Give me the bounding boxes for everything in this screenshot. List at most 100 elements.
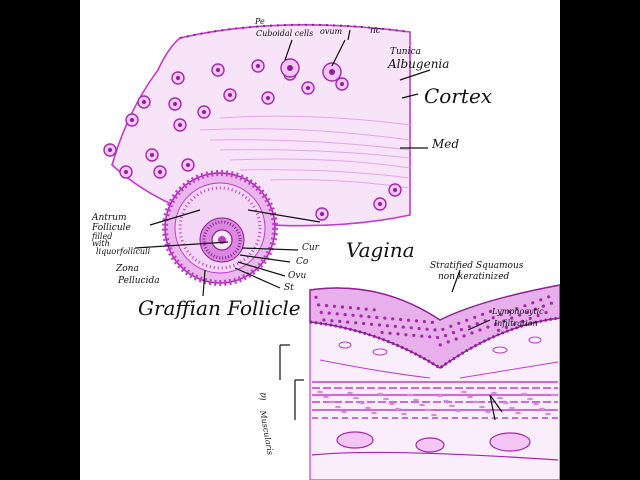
epithelial-nucleus	[470, 331, 474, 335]
label-pe: Pe	[255, 17, 265, 26]
epithelial-nucleus	[494, 322, 498, 326]
epithelial-nucleus	[533, 307, 538, 311]
oocyte-nucleus	[124, 170, 128, 174]
epithelial-nucleus	[354, 321, 358, 325]
smooth-muscle-nucleus	[515, 411, 521, 415]
epithelial-nucleus	[367, 315, 371, 319]
oocyte-nucleus	[378, 202, 382, 206]
epithelial-nucleus	[486, 325, 490, 329]
smooth-muscle-nucleus	[413, 398, 419, 402]
epithelial-nucleus	[340, 305, 344, 309]
epithelial-nucleus	[465, 318, 469, 322]
epithelial-nucleus	[462, 334, 466, 338]
epithelial-nucleus	[499, 313, 503, 317]
epithelial-nucleus	[351, 313, 355, 317]
oocyte-nucleus	[287, 65, 293, 71]
smooth-muscle-nucleus	[479, 405, 485, 409]
histology-drawing	[103, 23, 560, 480]
smooth-muscle-nucleus	[509, 406, 515, 410]
epithelial-nucleus	[451, 331, 456, 335]
oocyte-nucleus	[202, 110, 206, 114]
label-infiltration: Infiltration	[494, 319, 538, 328]
epithelial-nucleus	[404, 333, 408, 337]
epithelial-nucleus	[457, 321, 461, 325]
smooth-muscle-nucleus	[527, 397, 533, 401]
epithelial-nucleus	[520, 319, 524, 323]
epithelial-nucleus	[502, 319, 506, 323]
epithelial-nucleus	[430, 320, 434, 324]
epithelial-nucleus	[332, 304, 337, 308]
epithelial-nucleus	[467, 325, 471, 329]
epithelial-nucleus	[317, 303, 321, 307]
adventitia	[311, 431, 559, 461]
smooth-muscle-nucleus	[317, 390, 323, 394]
smooth-muscle-nucleus	[371, 411, 377, 415]
primordial-follicles	[103, 58, 402, 221]
smooth-muscle-nucleus	[389, 402, 395, 406]
epithelial-nucleus	[523, 304, 527, 308]
epithelial-nucleus	[481, 312, 485, 316]
epithelial-nucleus	[377, 323, 382, 327]
epithelial-nucleus	[330, 319, 334, 323]
epithelial-nucleus	[388, 331, 392, 335]
smooth-muscle-nucleus	[401, 412, 407, 416]
smooth-muscle-nucleus	[533, 402, 539, 406]
epithelial-nucleus	[420, 334, 424, 338]
epithelial-nucleus	[369, 322, 374, 326]
label-albugenia: Albugenia	[388, 57, 450, 71]
epithelial-nucleus	[478, 328, 482, 332]
smooth-muscle-nucleus	[323, 395, 329, 399]
epithelial-nucleus	[391, 317, 395, 321]
epithelial-nucleus	[364, 307, 368, 311]
epithelium-nuclei	[314, 295, 553, 347]
oocyte-nucleus	[173, 102, 177, 106]
epithelial-nucleus	[338, 319, 342, 323]
smooth-muscle-nucleus	[395, 407, 401, 411]
epithelial-nucleus	[409, 326, 413, 330]
label-with: with	[92, 239, 110, 248]
epithelial-nucleus	[491, 316, 495, 320]
smooth-muscle-nucleus	[443, 399, 449, 403]
epithelial-nucleus	[436, 335, 440, 340]
oocyte-nucleus	[256, 64, 260, 68]
oocyte-nucleus	[176, 76, 180, 80]
oocyte-nucleus	[158, 170, 162, 174]
ovary-section	[103, 23, 431, 297]
label-tunica: Tunica	[390, 47, 421, 57]
epithelial-nucleus	[512, 322, 516, 326]
epithelial-nucleus	[322, 318, 326, 322]
smooth-muscle-nucleus	[335, 405, 341, 409]
epithelial-nucleus	[356, 306, 360, 310]
label-follicule: Follicule	[92, 223, 131, 233]
epithelial-nucleus	[459, 328, 463, 332]
smooth-muscle-nucleus	[377, 392, 383, 396]
oocyte-nucleus	[130, 118, 134, 122]
smooth-muscle-nucleus	[431, 413, 437, 417]
smooth-muscle-nucleus	[521, 392, 527, 396]
epithelial-nucleus	[454, 337, 458, 341]
epithelial-nucleus	[444, 334, 448, 338]
epithelial-nucleus	[428, 335, 432, 339]
epithelial-nucleus	[544, 310, 548, 315]
oocyte-nucleus	[186, 163, 190, 167]
oocyte-nucleus	[306, 86, 310, 90]
smooth-muscle-nucleus	[503, 401, 509, 405]
vaginal-epithelium	[309, 284, 560, 369]
epithelial-nucleus	[383, 316, 387, 320]
epithelial-nucleus	[504, 325, 508, 329]
label-ovum-top: ovum	[320, 27, 343, 36]
epithelial-nucleus	[526, 310, 530, 314]
smooth-muscle-nucleus	[449, 404, 455, 408]
label-non-keratinized: non keratinized	[438, 272, 510, 282]
label-antrum: Antrum	[92, 213, 127, 223]
label-st: St	[284, 283, 294, 293]
label-ovu: Ovu	[288, 271, 307, 281]
smooth-muscle-nucleus	[425, 408, 431, 412]
label-graffian-follicle: Graffian Follicle	[138, 296, 301, 320]
epithelial-nucleus	[518, 313, 522, 317]
epithelial-nucleus	[396, 332, 400, 336]
oocyte-nucleus	[266, 96, 270, 100]
oocyte-nucleus	[329, 69, 335, 75]
label-stratified-squamous: Stratified Squamous	[430, 261, 524, 271]
oocyte-nucleus	[150, 153, 154, 157]
